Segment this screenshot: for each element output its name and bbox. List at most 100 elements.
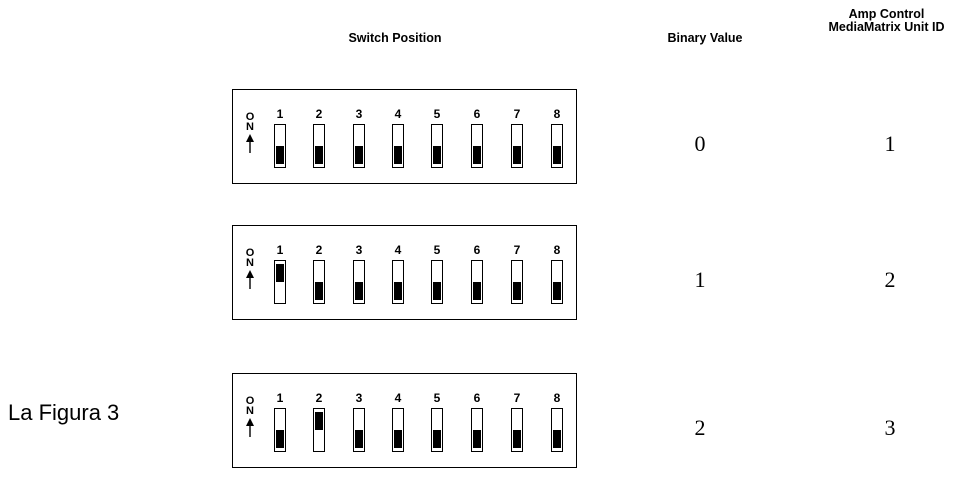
dip-switch-4: 4 [388, 90, 408, 185]
switch-lever-off [473, 146, 481, 164]
dip-switch-6: 6 [467, 226, 487, 321]
dip-switch-3: 3 [349, 226, 369, 321]
switch-lever-on [315, 412, 323, 430]
switch-lever-off [394, 146, 402, 164]
switch-lever-off [394, 430, 402, 448]
unit-id-header-line1: Amp Control [848, 7, 925, 21]
dip-switch-5: 5 [427, 226, 447, 321]
switch-body [551, 260, 563, 304]
dip-switch-6: 6 [467, 90, 487, 185]
switch-body [274, 408, 286, 452]
binary-value: 2 [694, 415, 706, 440]
dip-switch-2: 2 [309, 226, 329, 321]
switch-body [392, 124, 404, 168]
switch-lever-off [513, 146, 521, 164]
switch-number: 4 [394, 243, 402, 257]
switch-lever-off [473, 282, 481, 300]
switch-number: 8 [553, 243, 561, 257]
switch-lever-off [433, 430, 441, 448]
switch-lever-off [433, 282, 441, 300]
switch-body [313, 124, 325, 168]
dip-switch-8: 8 [547, 374, 567, 469]
switch-number: 8 [553, 391, 561, 405]
dip-switch-1: 1 [270, 374, 290, 469]
switch-body [511, 408, 523, 452]
switch-number: 7 [513, 107, 521, 121]
switch-lever-off [355, 430, 363, 448]
on-label-o: O [245, 247, 255, 259]
dip-switch-1: 1 [270, 90, 290, 185]
on-label-o: O [245, 111, 255, 123]
unit-id-header: Amp Control MediaMatrix Unit ID [800, 8, 973, 34]
dip-switch-2: 2 [309, 90, 329, 185]
switch-lever-off [315, 146, 323, 164]
switch-body [551, 408, 563, 452]
binary-value: 1 [694, 267, 706, 292]
unit-id-header-line2: MediaMatrix Unit ID [828, 20, 945, 34]
switch-lever-off [513, 430, 521, 448]
dip-switch-7: 7 [507, 226, 527, 321]
dip-switch-4: 4 [388, 374, 408, 469]
switch-lever-off [276, 146, 284, 164]
switch-body [431, 124, 443, 168]
switch-lever-off [553, 146, 561, 164]
switch-body [431, 408, 443, 452]
dip-switch-2: 2 [309, 374, 329, 469]
binary-value: 0 [694, 131, 706, 156]
switch-number: 2 [315, 107, 323, 121]
switch-number: 1 [276, 243, 284, 257]
switch-number: 1 [276, 107, 284, 121]
unit-id-value: 2 [884, 267, 896, 292]
switch-lever-off [394, 282, 402, 300]
dip-switch-6: 6 [467, 374, 487, 469]
dip-switch-5: 5 [427, 90, 447, 185]
up-arrow-icon [243, 133, 257, 153]
unit-id-value: 1 [884, 131, 896, 156]
dip-switch-4: 4 [388, 226, 408, 321]
on-label-o: O [245, 395, 255, 407]
switch-body [471, 124, 483, 168]
switch-number: 5 [433, 107, 441, 121]
switch-lever-off [513, 282, 521, 300]
switch-body [274, 124, 286, 168]
switch-number: 2 [315, 243, 323, 257]
switch-number: 6 [473, 391, 481, 405]
dip-switch-8: 8 [547, 90, 567, 185]
switch-number: 8 [553, 107, 561, 121]
switch-body [353, 124, 365, 168]
switch-number: 5 [433, 391, 441, 405]
switch-body [392, 260, 404, 304]
switch-lever-off [315, 282, 323, 300]
dip-switch-5: 5 [427, 374, 447, 469]
switch-number: 3 [355, 107, 363, 121]
dip-switch-3: 3 [349, 374, 369, 469]
switch-number: 4 [394, 391, 402, 405]
dip-switch-8: 8 [547, 226, 567, 321]
switch-lever-off [276, 430, 284, 448]
on-label-n: N [246, 405, 254, 417]
switch-body [313, 260, 325, 304]
on-label-n: N [246, 257, 254, 269]
switch-body [431, 260, 443, 304]
switch-lever-on [276, 264, 284, 282]
binary-value-header: Binary Value [667, 31, 743, 45]
dip-switch-7: 7 [507, 374, 527, 469]
switch-body [353, 408, 365, 452]
switch-number: 3 [355, 391, 363, 405]
on-label-n: N [246, 121, 254, 133]
switch-body [511, 260, 523, 304]
switch-body [471, 408, 483, 452]
switch-body [274, 260, 286, 304]
switch-lever-off [433, 146, 441, 164]
unit-id-value: 3 [884, 415, 896, 440]
figure-caption: La Figura 3 [8, 400, 120, 425]
switch-lever-off [355, 282, 363, 300]
switch-body [471, 260, 483, 304]
switch-body [313, 408, 325, 452]
switch-body [551, 124, 563, 168]
switch-number: 7 [513, 391, 521, 405]
